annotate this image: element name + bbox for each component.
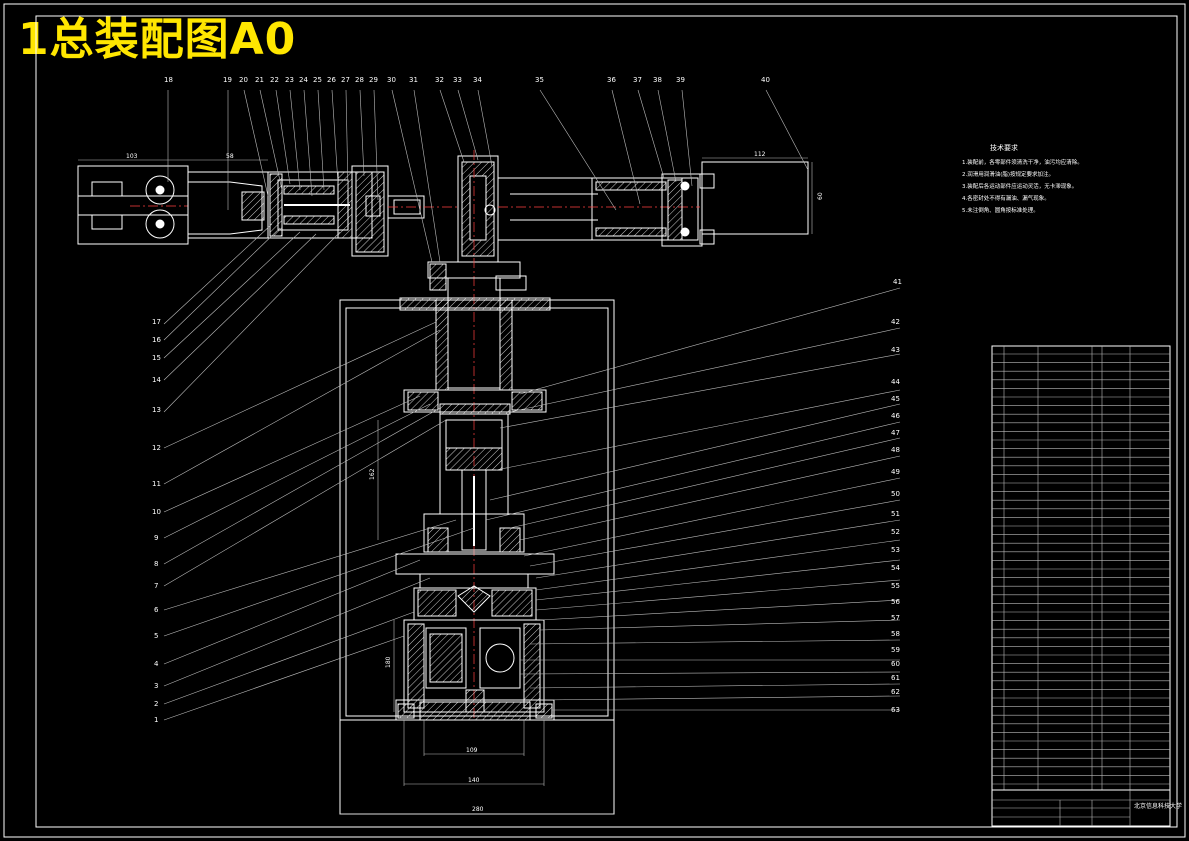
callout-56: 56 — [891, 598, 900, 606]
callout-26: 26 — [327, 76, 336, 84]
callout-6: 6 — [154, 606, 159, 614]
callouts-left: 17 16 15 14 13 12 11 10 9 8 7 6 5 4 3 2 … — [152, 318, 161, 724]
callout-55: 55 — [891, 582, 900, 590]
callout-39: 39 — [676, 76, 685, 84]
callout-33: 33 — [453, 76, 462, 84]
dim-162: 162 — [369, 468, 376, 480]
tech-req-heading: 技术要求 — [990, 143, 1018, 152]
callout-2: 2 — [154, 700, 158, 708]
callout-1: 1 — [154, 716, 158, 724]
tech-req-line-5: 5.未注倒角、圆角按标准处理。 — [962, 206, 1039, 214]
callout-47: 47 — [891, 429, 900, 437]
dim-180: 180 — [385, 656, 392, 668]
callout-58: 58 — [891, 630, 900, 638]
callout-54: 54 — [891, 564, 900, 572]
callout-19: 19 — [223, 76, 232, 84]
callout-7: 7 — [154, 582, 158, 590]
callout-11: 11 — [152, 480, 161, 488]
callout-22: 22 — [270, 76, 279, 84]
callout-30: 30 — [387, 76, 396, 84]
callout-41: 41 — [893, 278, 902, 286]
callout-43: 43 — [891, 346, 900, 354]
callout-61: 61 — [891, 674, 900, 682]
dim-280: 280 — [472, 806, 484, 813]
callout-40: 40 — [761, 76, 770, 84]
callouts-top: 18 19 20 21 22 23 24 25 26 27 28 29 30 3… — [164, 76, 770, 84]
callout-49: 49 — [891, 468, 900, 476]
callout-3: 3 — [154, 682, 158, 690]
callout-60: 60 — [891, 660, 900, 668]
callout-53: 53 — [891, 546, 900, 554]
callout-8: 8 — [154, 560, 158, 568]
callout-15: 15 — [152, 354, 161, 362]
dim-109: 109 — [466, 747, 478, 754]
outer-border — [3, 3, 1186, 838]
callout-62: 62 — [891, 688, 900, 696]
callout-29: 29 — [369, 76, 378, 84]
drawing-title: 1总装配图A0 — [18, 14, 297, 65]
dim-58: 58 — [226, 153, 234, 160]
callout-10: 10 — [152, 508, 161, 516]
callout-24: 24 — [299, 76, 308, 84]
tech-req-line-2: 2.润滑用润滑油(脂)按规定要求加注。 — [962, 170, 1054, 178]
tech-req-line-3: 3.装配后各运动部件应运动灵活，无卡滞现象。 — [962, 182, 1077, 190]
callout-52: 52 — [891, 528, 900, 536]
dim-103: 103 — [126, 153, 138, 160]
tech-req-line-1: 1.装配前，各零部件须清洗干净，油污均应清除。 — [962, 158, 1083, 166]
technical-requirements: 技术要求 1.装配前，各零部件须清洗干净，油污均应清除。 2.润滑用润滑油(脂)… — [962, 143, 1083, 214]
callout-35: 35 — [535, 76, 544, 84]
callout-18: 18 — [164, 76, 173, 84]
callout-42: 42 — [891, 318, 900, 326]
callout-23: 23 — [285, 76, 294, 84]
callout-9: 9 — [154, 534, 158, 542]
callout-16: 16 — [152, 336, 161, 344]
callout-45: 45 — [891, 395, 900, 403]
callout-48: 48 — [891, 446, 900, 454]
callout-51: 51 — [891, 510, 900, 518]
callout-25: 25 — [313, 76, 322, 84]
callout-14: 14 — [152, 376, 161, 384]
title-block: 北京信息科技大学 — [991, 789, 1182, 827]
callout-31: 31 — [409, 76, 418, 84]
horizontal-arm: 103 58 112 60 — [77, 151, 824, 263]
callout-50: 50 — [891, 490, 900, 498]
callout-13: 13 — [152, 406, 161, 414]
leader-lines — [163, 89, 901, 721]
callout-17: 17 — [152, 318, 161, 326]
callout-59: 59 — [891, 646, 900, 654]
dim-112: 112 — [754, 151, 766, 158]
callout-38: 38 — [653, 76, 662, 84]
callout-44: 44 — [891, 378, 900, 386]
inner-frame — [35, 15, 1178, 828]
callout-20: 20 — [239, 76, 248, 84]
callout-57: 57 — [891, 614, 900, 622]
callout-21: 21 — [255, 76, 264, 84]
callout-36: 36 — [607, 76, 616, 84]
callouts-right: 41 42 43 44 45 46 47 48 49 50 51 52 53 5… — [891, 278, 902, 714]
callout-34: 34 — [473, 76, 482, 84]
callout-46: 46 — [891, 412, 900, 420]
dim-140: 140 — [468, 777, 480, 784]
callout-63: 63 — [891, 706, 900, 714]
callout-28: 28 — [355, 76, 364, 84]
callout-5: 5 — [154, 632, 158, 640]
callout-27: 27 — [341, 76, 350, 84]
tech-req-line-4: 4.各密封处不得有漏油、漏气现象。 — [962, 194, 1050, 202]
school-name: 北京信息科技大学 — [1134, 802, 1182, 810]
callout-12: 12 — [152, 444, 161, 452]
callout-37: 37 — [633, 76, 642, 84]
parts-list — [991, 345, 1171, 827]
dim-60: 60 — [817, 192, 824, 200]
vertical-column: 109 140 280 162 180 — [339, 150, 615, 815]
callout-32: 32 — [435, 76, 444, 84]
callout-4: 4 — [154, 660, 159, 668]
